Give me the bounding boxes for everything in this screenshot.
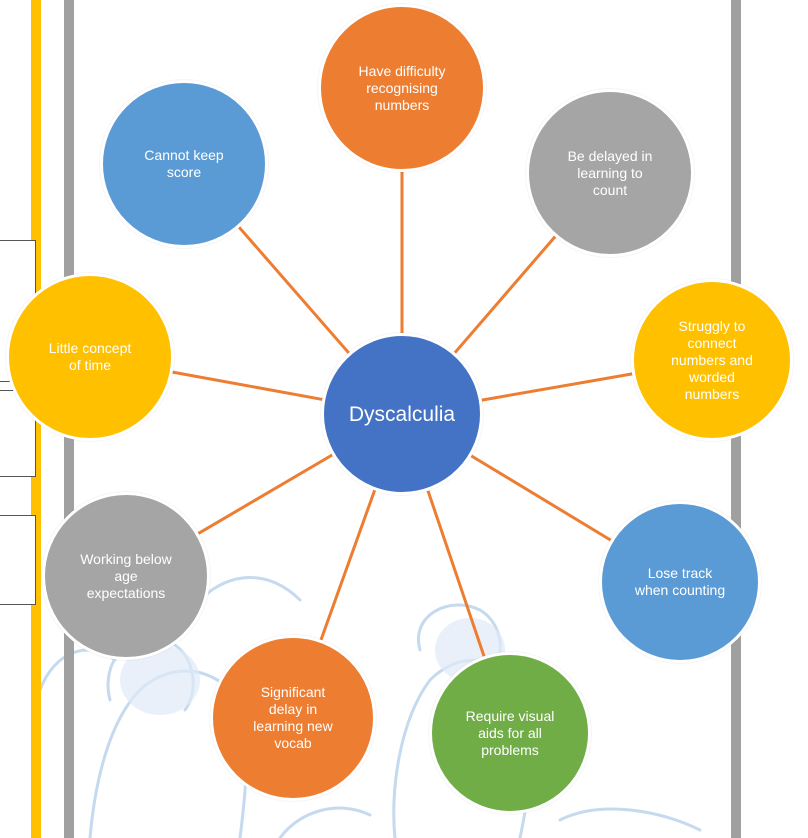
- node-have-difficulty-recognising-numbers: Have difficulty recognising numbers: [318, 4, 486, 172]
- node-label: Working below age expectations: [80, 550, 172, 601]
- node-label: Be delayed in learning to count: [567, 147, 653, 198]
- node-working-below-age-expectations: Working below age expectations: [42, 492, 210, 660]
- node-cannot-keep-score: Cannot keep score: [100, 80, 268, 248]
- node-require-visual-aids: Require visual aids for all problems: [429, 652, 591, 814]
- connector-line-time: [172, 370, 323, 401]
- node-label: Lose track when counting: [634, 565, 726, 598]
- node-label: Struggly to connect numbers and worded n…: [671, 317, 753, 402]
- node-label: Require visual aids for all problems: [465, 707, 555, 758]
- connector-line-vocab: [319, 489, 377, 641]
- connector-line-score: [238, 226, 350, 354]
- node-label: Significant delay in learning new vocab: [253, 684, 333, 751]
- center-node-label: Dyscalculia: [348, 402, 456, 426]
- node-label: Little concept of time: [48, 340, 132, 373]
- node-struggly-to-connect-numbers: Struggly to connect numbers and worded n…: [631, 279, 793, 441]
- node-little-concept-of-time: Little concept of time: [6, 273, 174, 441]
- node-be-delayed-in-learning-to-count: Be delayed in learning to count: [526, 89, 694, 257]
- node-label: Cannot keep score: [144, 147, 224, 180]
- node-label: Have difficulty recognising numbers: [358, 62, 446, 113]
- connector-line-count: [453, 235, 557, 354]
- side-text-box: [0, 515, 36, 605]
- connector-line-lose-track: [470, 454, 612, 542]
- center-node-dyscalculia: Dyscalculia: [321, 333, 483, 495]
- node-lose-track-when-counting: Lose track when counting: [599, 501, 761, 663]
- connector-line-visual-aids: [426, 490, 486, 657]
- node-significant-delay-new-vocab: Significant delay in learning new vocab: [210, 635, 376, 801]
- connector-line-age: [197, 453, 333, 535]
- connector-line-connect: [481, 372, 633, 402]
